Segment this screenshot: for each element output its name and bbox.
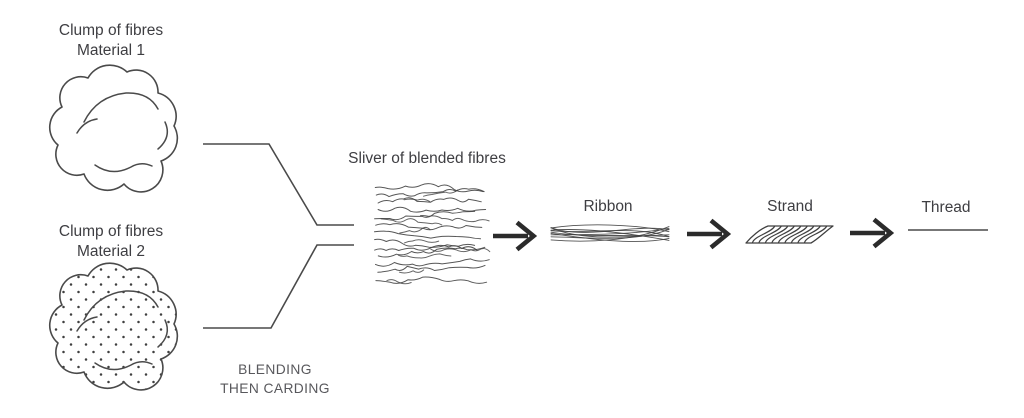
- sliver-illustration: [374, 183, 491, 285]
- ribbon-illustration: [550, 224, 670, 242]
- arrow-right-icon-2: [687, 218, 732, 250]
- connector-line-bottom: [203, 244, 354, 329]
- thread-label: Thread: [921, 199, 971, 216]
- blending-process-label: BLENDING THEN CARDING: [220, 362, 330, 396]
- arrow-right-icon-3: [850, 217, 895, 249]
- arrow-right-icon-1: [493, 220, 538, 252]
- clump-material-2-label: Clump of fibres Material 2: [58, 223, 164, 260]
- ribbon-label: Ribbon: [583, 198, 633, 215]
- clump-material-1-shape: [48, 64, 179, 193]
- connector-line-top: [203, 143, 354, 226]
- clump-material-1-label: Clump of fibres Material 1: [58, 22, 164, 59]
- strand-label: Strand: [767, 198, 813, 215]
- strand-illustration: [745, 225, 834, 244]
- clump-material-2-shape: [48, 262, 179, 391]
- sliver-label: Sliver of blended fibres: [348, 150, 506, 167]
